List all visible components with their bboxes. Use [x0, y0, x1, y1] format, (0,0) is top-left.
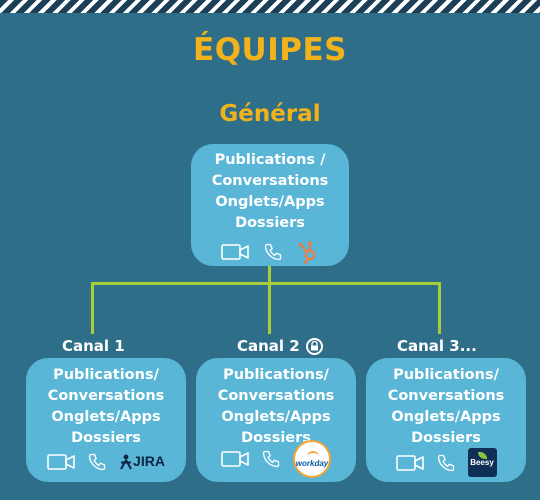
page-title: ÉQUIPES: [193, 32, 347, 68]
canal-name: Canal 2: [237, 337, 300, 355]
card-line: Onglets/Apps: [391, 409, 501, 425]
canal-2-card[interactable]: Publications/ Conversations Onglets/Apps…: [196, 358, 356, 482]
canal-3-label: Canal 3...: [397, 337, 477, 355]
canal-name: Canal 3...: [397, 337, 477, 355]
jira-logo-text: JIRA: [133, 453, 165, 469]
beesy-logo-text: Beesy: [470, 458, 494, 467]
canal-3-card[interactable]: Publications/ Conversations Onglets/Apps…: [366, 358, 526, 482]
beesy-logo[interactable]: Beesy: [467, 448, 497, 477]
workday-logo[interactable]: workday: [293, 440, 331, 478]
connector-canal-2: [268, 282, 271, 334]
striped-top-border: [0, 0, 540, 13]
card-line: Conversations: [47, 388, 165, 404]
card-line: Dossiers: [241, 430, 311, 446]
card-line: Dossiers: [71, 430, 141, 446]
beesy-leaf: [477, 452, 487, 459]
video-camera-icon[interactable]: [221, 243, 249, 261]
hubspot-icon[interactable]: [297, 240, 319, 264]
card-line: Dossiers: [235, 215, 305, 231]
connector-canal-1: [91, 282, 94, 334]
canal-name: Canal 1: [62, 337, 125, 355]
video-camera-icon[interactable]: [47, 453, 75, 471]
phone-icon[interactable]: [261, 449, 281, 469]
canal-2-label: Canal 2: [237, 337, 323, 355]
card-line: Onglets/Apps: [215, 194, 325, 210]
card-line: Conversations: [211, 173, 329, 189]
workday-logo-text: workday: [295, 458, 329, 468]
card-line: Conversations: [387, 388, 505, 404]
card-line: Dossiers: [411, 430, 481, 446]
video-camera-icon[interactable]: [395, 454, 424, 472]
card-line: Onglets/Apps: [221, 409, 331, 425]
canal-1-label: Canal 1: [62, 337, 125, 355]
card-line: Conversations: [217, 388, 335, 404]
connector-canal-3: [438, 282, 441, 334]
card-line: Onglets/Apps: [51, 409, 161, 425]
card-line: Publications/: [393, 367, 499, 383]
general-card[interactable]: Publications / Conversations Onglets/App…: [191, 144, 349, 266]
workday-arc: [307, 451, 319, 457]
general-channel-heading: Général: [219, 101, 321, 127]
phone-icon[interactable]: [263, 242, 283, 262]
phone-icon[interactable]: [87, 452, 107, 472]
canal-1-card[interactable]: Publications/ Conversations Onglets/Apps…: [26, 358, 186, 482]
card-line: Publications/: [223, 367, 329, 383]
lock-icon: [305, 337, 323, 355]
connector-trunk: [268, 263, 271, 284]
card-line: Publications /: [214, 152, 326, 168]
card-line: Publications/: [53, 367, 159, 383]
jira-logo[interactable]: JIRA: [119, 451, 165, 472]
video-camera-icon[interactable]: [221, 450, 249, 468]
phone-icon[interactable]: [436, 453, 456, 473]
connector-horizontal: [91, 282, 441, 285]
